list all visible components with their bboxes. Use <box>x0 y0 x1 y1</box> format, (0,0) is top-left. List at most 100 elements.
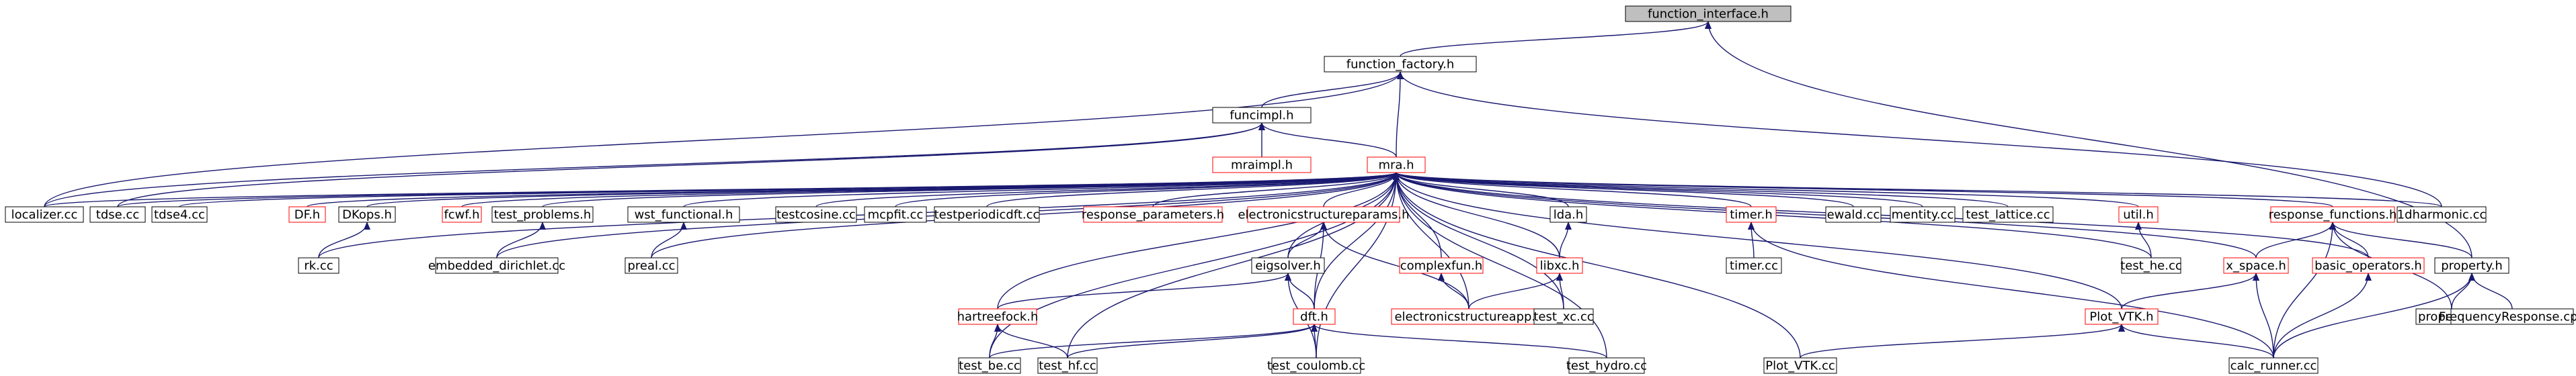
node-timer-cc[interactable]: timer.cc <box>1726 257 1782 274</box>
node-label: FrequencyResponse.cpp <box>2439 310 2576 324</box>
node-label: complexfun.h <box>1400 259 1483 273</box>
node-label: tdse4.cc <box>154 208 205 222</box>
node-box <box>2228 357 2319 374</box>
node-label: DF.h <box>294 208 320 222</box>
node-label: rk.cc <box>304 259 333 273</box>
node-DKops-h[interactable]: DKops.h <box>338 206 396 223</box>
node-test-problems-h[interactable]: test_problems.h <box>491 206 594 223</box>
node-box <box>442 206 482 223</box>
node-label: funcimpl.h <box>1230 109 1293 123</box>
node-Plot-VTK-h[interactable]: Plot_VTK.h <box>2085 308 2159 325</box>
node-util-h[interactable]: util.h <box>2118 206 2159 223</box>
node-box <box>1625 5 1792 22</box>
include-edge-mentity_cc-to-mra_h <box>1393 172 1923 207</box>
node-box <box>1271 357 1361 374</box>
node-box <box>1962 206 2054 223</box>
node-label: ewald.cc <box>1827 208 1880 222</box>
node-calc-runner-cc[interactable]: calc_runner.cc <box>2228 357 2319 374</box>
node-basic-operators-h[interactable]: basic_operators.h <box>2312 257 2425 274</box>
node-label: util.h <box>2123 208 2154 222</box>
node-electronicstructureparams-h[interactable]: electronicstructureparams.h <box>1238 206 1410 223</box>
node-box <box>288 206 326 223</box>
node-box <box>2118 206 2159 223</box>
node-tdse-cc[interactable]: tdse.cc <box>89 206 146 223</box>
include-edge-test_be_cc-to-dft_h <box>989 324 1318 359</box>
node-ewald-cc[interactable]: ewald.cc <box>1825 206 1882 223</box>
node-Plot-VTK-cc[interactable]: Plot_VTK.cc <box>1763 357 1837 374</box>
node-fcwf-h[interactable]: fcwf.h <box>442 206 482 223</box>
node-box <box>958 357 1021 374</box>
node-box <box>298 257 339 274</box>
node-box <box>625 257 678 274</box>
node-test-coulomb-cc[interactable]: test_coulomb.cc <box>1267 357 1365 374</box>
node-hartreefock-h[interactable]: hartreefock.h <box>957 308 1039 325</box>
file-nodes: function_interface.h function_factory.hfu… <box>5 5 2576 374</box>
node-electronicstructureapp-h[interactable]: electronicstructureapp.h <box>1391 308 1547 325</box>
node-label: test_hydro.cc <box>1566 359 1647 373</box>
node-test-lattice-cc[interactable]: test_lattice.cc <box>1962 206 2054 223</box>
node-box <box>864 206 927 223</box>
node-label: mraimpl.h <box>1231 158 1293 173</box>
node-box <box>1212 156 1312 173</box>
include-edge-timer_h-to-mra_h <box>1393 172 1752 207</box>
include-edge-localizer_cc-to-function_factory_h <box>44 71 1404 207</box>
node-function-interface-h[interactable]: function_interface.h <box>1625 5 1792 22</box>
node-lda-h[interactable]: lda.h <box>1549 206 1587 223</box>
node-mentity-cc[interactable]: mentity.cc <box>1890 206 1956 223</box>
include-edge-rk_cc-to-mra_h <box>318 172 1400 258</box>
node-tdse4-cc[interactable]: tdse4.cc <box>151 206 208 223</box>
include-edge-electronicstructureapp_h-to-mra_h <box>1393 172 1470 310</box>
node-localizer-cc[interactable]: localizer.cc <box>5 206 84 223</box>
node-FrequencyResponse-cpp[interactable]: FrequencyResponse.cpp <box>2439 308 2576 325</box>
include-edge-test_hf_cc-to-hartreefock_h <box>994 324 1068 359</box>
include-edge-onedharmonic_cc-to-mra_h <box>1393 172 2442 207</box>
node-mraimpl-h[interactable]: mraimpl.h <box>1212 156 1312 173</box>
include-edge-calc_runner_cc-to-Plot_VTK_h <box>2118 324 2274 359</box>
node-eigsolver-h[interactable]: eigsolver.h <box>1251 257 1325 274</box>
node-embedded-dirichlet-cc[interactable]: embedded_dirichlet.cc <box>428 257 565 274</box>
node-wst-functional-h[interactable]: wst_functional.h <box>627 206 740 223</box>
node-testperiodicdft-cc[interactable]: testperiodicdft.cc <box>934 206 1040 223</box>
node-testcosine-cc[interactable]: testcosine.cc <box>775 206 857 223</box>
include-edge-test_xc_cc-to-libxc_h <box>1556 273 1564 310</box>
node-DF-h[interactable]: DF.h <box>288 206 326 223</box>
node-rk-cc[interactable]: rk.cc <box>298 257 339 274</box>
node-complexfun-h[interactable]: complexfun.h <box>1399 257 1484 274</box>
node-mra-h[interactable]: mra.h <box>1367 156 1426 173</box>
include-edge-test_hydro_cc-to-dft_h <box>1311 324 1607 359</box>
node-property-h[interactable]: property.h <box>2434 257 2509 274</box>
node-libxc-h[interactable]: libxc.h <box>1536 257 1583 274</box>
node-test-he-cc[interactable]: test_he.cc <box>2120 257 2182 274</box>
node-test-xc-cc[interactable]: test_xc.cc <box>1533 308 1594 325</box>
node-box <box>2434 257 2509 274</box>
include-edge-mra_h-to-function_factory_h <box>1396 71 1404 158</box>
include-edge-tdse_cc-to-funcimpl_h <box>117 122 1265 207</box>
node-timer-h[interactable]: timer.h <box>1726 206 1777 223</box>
node-x-space-h[interactable]: x_space.h <box>2223 257 2289 274</box>
node-box <box>2223 257 2289 274</box>
node-label: mra.h <box>1378 158 1414 173</box>
node-function-factory-h[interactable]: function_factory.h <box>1324 56 1477 73</box>
node-box <box>338 206 396 223</box>
node-test-be-cc[interactable]: test_be.cc <box>958 357 1021 374</box>
node-test-hydro-cc[interactable]: test_hydro.cc <box>1566 357 1647 374</box>
node-label: calc_runner.cc <box>2230 359 2317 373</box>
node-label: electronicstructureapp.h <box>1394 310 1543 324</box>
node-response-functions-h[interactable]: response_functions.h <box>2269 206 2397 223</box>
node-dft-h[interactable]: dft.h <box>1293 308 1336 325</box>
node-preal-cc[interactable]: preal.cc <box>625 257 678 274</box>
node-label: preal.cc <box>627 259 675 273</box>
node-box <box>89 206 146 223</box>
node-box <box>2121 257 2181 274</box>
node-test-hf-cc[interactable]: test_hf.cc <box>1037 357 1098 374</box>
node-label: hartreefock.h <box>957 310 1039 324</box>
node-label: test_lattice.cc <box>1966 208 2050 222</box>
include-edge-Plot_VTK_cc-to-Plot_VTK_h <box>1800 324 2125 359</box>
node-onedharmonic-cc[interactable]: 1dharmonic.cc <box>2397 206 2487 223</box>
node-mcpfit-cc[interactable]: mcpfit.cc <box>864 206 927 223</box>
node-funcimpl-h[interactable]: funcimpl.h <box>1212 107 1312 124</box>
node-response-parameters-h[interactable]: response_parameters.h <box>1082 206 1224 223</box>
node-box <box>1536 257 1583 274</box>
include-edge-basic_operators_h-to-mra_h <box>1393 172 2369 258</box>
node-box <box>1533 308 1594 325</box>
